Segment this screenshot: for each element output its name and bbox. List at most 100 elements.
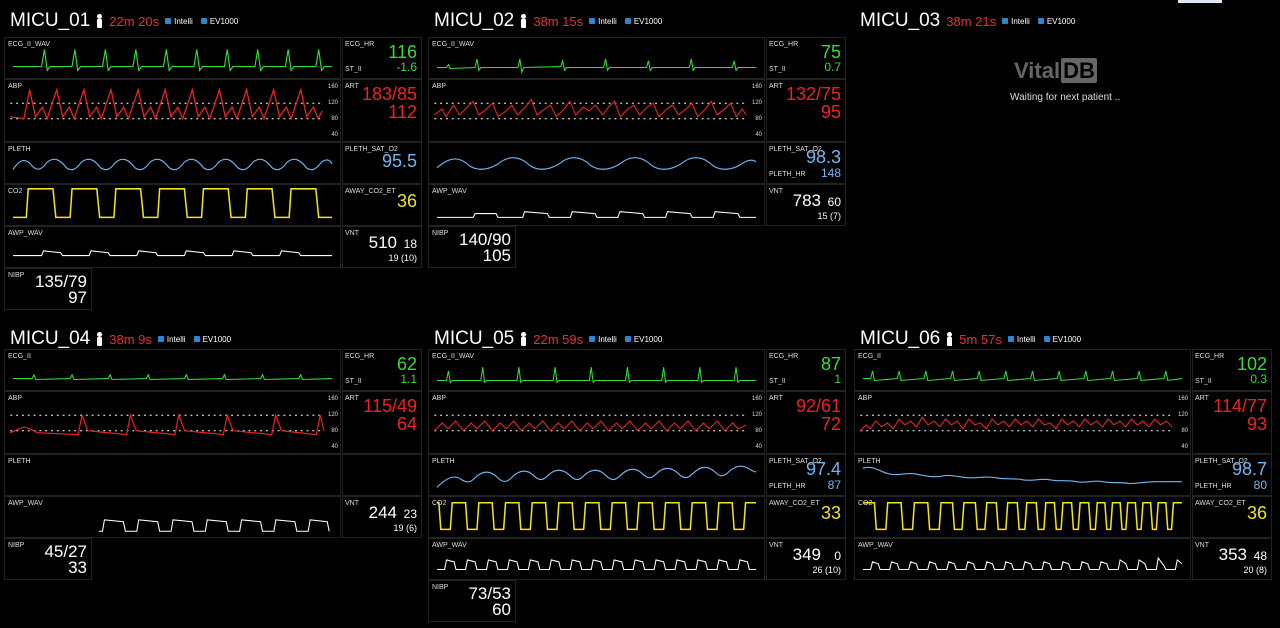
art-mean: 95	[820, 102, 841, 122]
device-square-icon	[193, 336, 200, 342]
tidal-volume: 510	[368, 233, 397, 252]
hr-label: ECG_HR	[769, 353, 799, 360]
abp-numeric-box: ART 115/49 64	[342, 391, 422, 454]
awp-trace	[436, 559, 757, 570]
art-systolic-diastolic: 115/49	[363, 396, 417, 416]
spo2-label: PLETH_SAT_O2	[345, 146, 398, 153]
tick-120: 120	[327, 412, 338, 418]
nibp-value: 45/27	[44, 542, 87, 561]
tick-120: 120	[751, 412, 762, 418]
pleth-waveform: PLETH	[428, 454, 765, 496]
elapsed-time: 38m 9s	[109, 331, 152, 347]
bed-header: MICU_05 22m 59s Intelli EV1000	[434, 327, 670, 351]
ecg-numeric-box: ECG_HR 116 ST_II -1.6	[342, 37, 422, 79]
art-label: ART	[1195, 395, 1209, 402]
tick-80: 80	[331, 428, 338, 434]
abp-trace	[10, 413, 325, 436]
track-label: AWP_WAV	[8, 230, 43, 237]
st-label: ST_II	[345, 378, 362, 385]
ecg-trace	[862, 370, 1183, 382]
device-tag-intelli: Intelli	[1007, 335, 1036, 344]
vnt-numeric-box: VNT 510 18 19 (10)	[342, 226, 422, 268]
spo2-label: PLETH_SAT_O2	[769, 146, 822, 153]
co2-numeric-box: AWAY_CO2_ET 36	[1192, 496, 1272, 538]
elapsed-time: 38m 15s	[533, 13, 584, 29]
bed-panel-micu-05: MICU_05 22m 59s Intelli EV1000 ECG_II_WA…	[426, 318, 851, 628]
track-label: ECG_II_WAV	[432, 353, 475, 360]
patient-icon	[520, 14, 527, 28]
vnt-numeric-box: VNT 244 23 19 (6)	[342, 496, 422, 538]
nibp-box: NIBP 45/27 33	[4, 538, 92, 580]
art-mean: 112	[388, 102, 417, 122]
device-square-icon	[1037, 18, 1044, 24]
resp-rate: 48	[1253, 549, 1267, 563]
nibp-label: NIBP	[8, 272, 25, 279]
pleth-numeric-box: PLETH_SAT_O2 98.7 PLETH_HR 80	[1192, 454, 1272, 496]
vent-sub-values: 26 (10)	[812, 565, 841, 575]
tick-160: 160	[327, 84, 338, 90]
bed-name[interactable]: MICU_03	[860, 10, 941, 31]
ecg-waveform: ECG_II_WAV	[428, 37, 765, 79]
patient-icon	[96, 332, 103, 346]
co2-waveform: CO2	[4, 184, 341, 226]
tick-80: 80	[331, 116, 338, 122]
ecg-numeric-box: ECG_HR 75 ST_II 0.7	[766, 37, 846, 79]
top-edge-button[interactable]	[1178, 0, 1222, 3]
tick-160: 160	[751, 396, 762, 402]
art-systolic-diastolic: 183/85	[361, 84, 417, 104]
ecg-trace	[12, 49, 333, 72]
nibp-mean: 60	[492, 600, 511, 619]
bed-panel-micu-04: MICU_04 38m 9s Intelli EV1000 ECG_II ECG…	[2, 318, 427, 628]
vnt-numeric-box: VNT 783 60 15 (7)	[766, 184, 846, 226]
abp-trace	[433, 98, 747, 120]
patient-icon	[96, 14, 103, 28]
ecg-waveform: ECG_II	[4, 349, 341, 391]
bed-header: MICU_03 38m 21s Intelli EV1000	[860, 9, 1083, 33]
track-label: ABP	[432, 395, 447, 402]
vent-sub-values: 19 (10)	[388, 253, 417, 263]
co2-waveform: CO2	[428, 496, 765, 538]
bed-name[interactable]: MICU_05	[434, 328, 515, 349]
patient-icon	[946, 332, 953, 346]
bed-name[interactable]: MICU_06	[860, 328, 941, 349]
spo2-label: PLETH_SAT_O2	[1195, 458, 1248, 465]
ecg-waveform: ECG_II_WAV	[428, 349, 765, 391]
resp-rate: 23	[403, 507, 417, 521]
bed-panel-micu-06: MICU_06 5m 57s Intelli EV1000 ECG_II ECG…	[852, 318, 1277, 628]
nibp-mean: 105	[482, 246, 511, 265]
resp-rate: 18	[403, 237, 417, 251]
patient-icon	[520, 332, 527, 346]
device-square-icon	[1007, 336, 1014, 342]
hr-value: 87	[820, 354, 841, 374]
device-tag-intelli: Intelli	[1002, 17, 1030, 26]
hr-label: ECG_HR	[769, 41, 799, 48]
ecg-trace	[12, 373, 333, 381]
tick-40: 40	[1181, 444, 1188, 450]
track-label: ECG_II	[8, 353, 31, 360]
device-tag-ev1000: EV1000	[624, 335, 662, 344]
track-label: ABP	[8, 395, 23, 402]
bed-name[interactable]: MICU_02	[434, 10, 515, 31]
device-square-icon	[165, 18, 172, 24]
bed-name[interactable]: MICU_04	[10, 328, 91, 349]
abp-waveform: ABP 160 120 80 40	[854, 391, 1191, 454]
track-label: ECG_II	[858, 353, 881, 360]
awp-trace	[436, 211, 757, 218]
device-square-icon	[589, 336, 596, 342]
elapsed-time: 5m 57s	[959, 331, 1002, 347]
vnt-numeric-box: VNT 353 48 20 (8)	[1192, 538, 1272, 580]
ecg-trace	[436, 367, 757, 384]
pleth-hr-label: PLETH_HR	[1195, 483, 1232, 490]
bed-name[interactable]: MICU_01	[10, 10, 91, 31]
hr-value: 102	[1236, 354, 1267, 374]
pleth-numeric-box: PLETH_SAT_O2 95.5	[342, 142, 422, 184]
waiting-message: Waiting for next patient ..	[1010, 92, 1121, 103]
resp-rate: 60	[827, 195, 841, 209]
pleth-trace	[436, 465, 757, 488]
vent-sub-values: 15 (7)	[817, 211, 841, 221]
ecg-waveform: ECG_II_WAV	[4, 37, 341, 79]
pleth-waveform	[428, 142, 765, 184]
tidal-volume: 783	[792, 191, 821, 210]
